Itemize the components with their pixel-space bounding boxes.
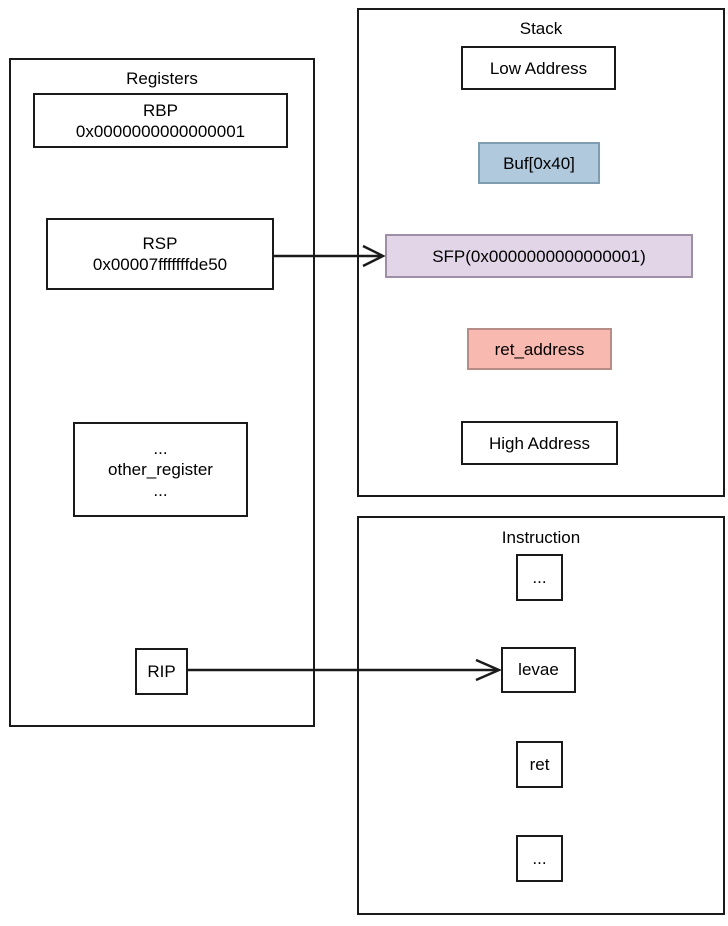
other-register-label: other_register [108, 460, 213, 479]
register-box-other[interactable]: ... other_register ... [73, 422, 248, 517]
stack-slot-sfp[interactable]: SFP(0x0000000000000001) [385, 234, 693, 278]
register-name-rsp: RSP [142, 234, 178, 253]
stack-slot-low-address-label: Low Address [489, 58, 588, 78]
stack-slot-ret-address-label: ret_address [494, 339, 585, 359]
register-box-rip[interactable]: RIP [135, 648, 188, 695]
register-box-rbp[interactable]: RBP 0x0000000000000001 [33, 93, 288, 148]
registers-panel: Registers [9, 58, 315, 727]
register-name-rip: RIP [147, 662, 176, 681]
other-register-top-ellipsis: ... [153, 439, 168, 458]
register-name-rbp: RBP [143, 100, 178, 120]
instruction-panel-title: Instruction [501, 528, 581, 547]
other-register-bottom-ellipsis: ... [153, 481, 168, 500]
stack-slot-high-address[interactable]: High Address [461, 421, 618, 465]
instruction-item-ret-label: ret [529, 754, 550, 774]
instruction-item-ellipsis-bottom-label: ... [532, 848, 547, 868]
stack-panel-title: Stack [519, 19, 563, 38]
instruction-item-ellipsis-bottom[interactable]: ... [516, 835, 563, 882]
stack-slot-ret-address[interactable]: ret_address [467, 328, 612, 370]
stack-slot-buf-label: Buf[0x40] [503, 153, 575, 173]
stack-slot-buf[interactable]: Buf[0x40] [478, 142, 600, 184]
instruction-item-levae[interactable]: levae [501, 647, 576, 693]
registers-panel-title: Registers [126, 69, 198, 88]
instruction-item-ellipsis-top[interactable]: ... [516, 554, 563, 601]
register-value-rbp: 0x0000000000000001 [75, 121, 246, 141]
stack-slot-low-address[interactable]: Low Address [461, 46, 616, 90]
instruction-item-ret[interactable]: ret [516, 741, 563, 788]
register-box-rsp[interactable]: RSP 0x00007fffffffde50 [46, 218, 274, 290]
stack-slot-sfp-label: SFP(0x0000000000000001) [432, 246, 646, 266]
instruction-item-ellipsis-top-label: ... [532, 567, 547, 587]
instruction-item-levae-label: levae [518, 660, 559, 679]
register-value-rsp: 0x00007fffffffde50 [92, 255, 228, 274]
stack-slot-high-address-label: High Address [488, 433, 591, 453]
